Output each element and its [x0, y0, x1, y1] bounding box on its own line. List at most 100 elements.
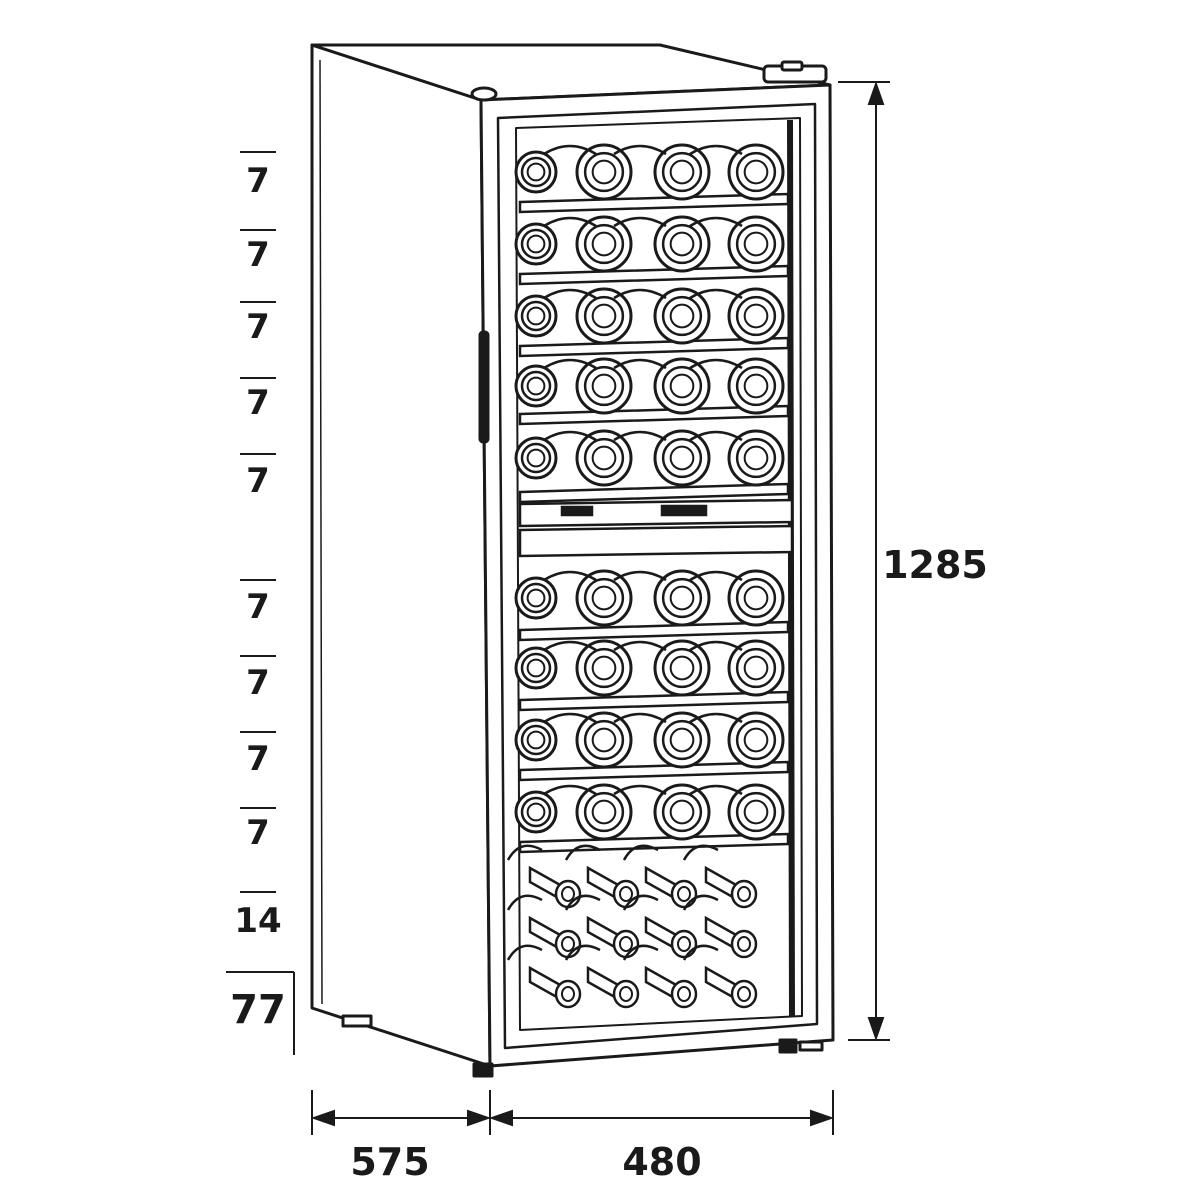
- top-hinge: [470, 86, 498, 102]
- shelf-2: [518, 264, 790, 286]
- svg-text:7: 7: [246, 307, 270, 347]
- svg-text:7: 7: [246, 587, 270, 627]
- foot-front-right: [778, 1038, 798, 1054]
- shelf-3: [518, 336, 790, 358]
- bottle: [653, 287, 711, 345]
- shelf-capacity-8: 7: [240, 731, 276, 779]
- bottle: [653, 783, 711, 841]
- svg-text:7: 7: [246, 461, 270, 501]
- bottle-back-row: [543, 144, 743, 156]
- bottle-back-row: [543, 288, 743, 300]
- total-capacity: 77: [226, 971, 295, 1055]
- dimension-lines: [310, 80, 890, 1135]
- bottle: [727, 215, 785, 273]
- bottle: [514, 364, 558, 408]
- shelf-capacity-7: 7: [240, 655, 276, 703]
- svg-text:7: 7: [246, 813, 270, 853]
- shelf-8: [518, 760, 790, 782]
- shelf-capacity-3: 7: [240, 301, 276, 347]
- svg-text:7: 7: [246, 235, 270, 275]
- bottle: [727, 143, 785, 201]
- shelf-capacity-10: 14: [234, 891, 282, 941]
- bottle: [514, 790, 558, 834]
- shelf-capacity-2: 7: [240, 229, 276, 275]
- foot-front-left: [472, 1062, 494, 1078]
- control-panel-right: [660, 504, 708, 517]
- svg-text:7: 7: [246, 383, 270, 423]
- shelf-capacity-5: 7: [240, 453, 276, 501]
- bottle: [575, 569, 633, 627]
- bottle: [575, 429, 633, 487]
- bottle-back-row: [543, 430, 743, 442]
- bottle: [653, 143, 711, 201]
- bottle: [653, 569, 711, 627]
- bottle-back-row: [543, 216, 743, 228]
- bottle: [575, 215, 633, 273]
- bottle: [575, 143, 633, 201]
- bottle: [514, 294, 558, 338]
- svg-text:7: 7: [246, 739, 270, 779]
- bottles: [506, 143, 785, 1009]
- bottom-rack-bottle: [682, 944, 758, 1009]
- bottle: [727, 711, 785, 769]
- zone-divider: [518, 498, 794, 558]
- bottom-rack-bottle: [506, 844, 582, 909]
- bottle: [727, 639, 785, 697]
- shelf-1: [518, 192, 790, 214]
- control-panel-left: [560, 505, 594, 517]
- height-label: 1285: [882, 543, 988, 587]
- bottle: [514, 150, 558, 194]
- bottle: [514, 576, 558, 620]
- shelf-capacity-1: 7: [240, 151, 276, 201]
- bottle: [653, 357, 711, 415]
- shelf-6: [518, 620, 790, 642]
- bottle: [653, 711, 711, 769]
- bottom-rack-bottle: [682, 894, 758, 959]
- bottle: [727, 429, 785, 487]
- bottom-rack-bottle: [682, 844, 758, 909]
- bottle: [653, 639, 711, 697]
- bottle: [514, 436, 558, 480]
- depth-label: 575: [350, 1140, 429, 1184]
- bottle: [575, 783, 633, 841]
- bottle: [514, 646, 558, 690]
- bottle: [727, 357, 785, 415]
- cabinet-side-panel: [310, 43, 492, 1068]
- door-handle: [478, 330, 490, 444]
- bottle-back-row: [543, 784, 743, 796]
- svg-text:7: 7: [246, 161, 270, 201]
- bottle-back-row: [543, 358, 743, 370]
- bottom-rack-bottle: [622, 844, 698, 909]
- bottle-back-row: [543, 640, 743, 652]
- bottle: [575, 287, 633, 345]
- shelves: [518, 192, 790, 854]
- bottle: [727, 569, 785, 627]
- shelf-capacity-9: 7: [240, 807, 276, 853]
- shelf-7: [518, 690, 790, 712]
- bottle: [514, 718, 558, 762]
- foot-back: [341, 1014, 373, 1028]
- bottle-back-row: [543, 570, 743, 582]
- shelf-capacity-4: 7: [240, 377, 276, 423]
- bottom-rack-bottle: [506, 944, 582, 1009]
- svg-text:14: 14: [234, 901, 281, 941]
- bottle: [727, 287, 785, 345]
- bottom-rack-bottle: [622, 944, 698, 1009]
- svg-text:77: 77: [230, 987, 286, 1033]
- bottle: [575, 711, 633, 769]
- shelf-5: [518, 482, 790, 504]
- shelf-capacity-labels: 7 7 7 7 7 7 7 7: [226, 151, 295, 1055]
- bottom-rack-bottle: [564, 944, 640, 1009]
- svg-text:7: 7: [246, 663, 270, 703]
- bottle-back-row: [543, 712, 743, 724]
- shelf-capacity-6: 7: [240, 579, 276, 627]
- bottle: [727, 783, 785, 841]
- bottle: [653, 215, 711, 273]
- width-label: 480: [622, 1140, 701, 1184]
- bottle: [575, 357, 633, 415]
- door-inner-frame: [496, 102, 819, 1050]
- bottle: [575, 639, 633, 697]
- bottle: [653, 429, 711, 487]
- bottle: [514, 222, 558, 266]
